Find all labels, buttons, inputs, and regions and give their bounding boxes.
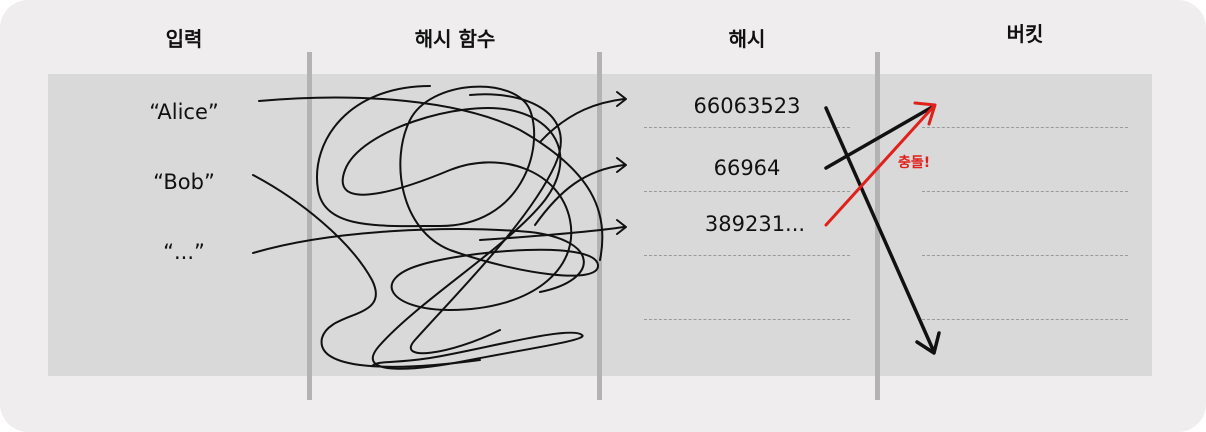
hash-slot-line <box>644 255 850 256</box>
header-input: 입력 <box>165 27 203 51</box>
arrow-to-hash-1 <box>539 98 625 143</box>
arrow-hash-3-head <box>616 219 627 235</box>
input-curve-bob <box>252 174 481 368</box>
header-bucket: 버킷 <box>1006 22 1044 46</box>
divider-function-hash <box>597 52 602 400</box>
bucket-slot-line <box>922 319 1128 320</box>
hash-slot-line <box>644 319 850 320</box>
hash-function-scribble <box>409 93 562 355</box>
divider-input-function <box>307 52 312 400</box>
collision-arrow <box>824 104 936 227</box>
input-curve-ellipsis <box>252 228 585 293</box>
bucket-arrow-1 <box>824 106 936 354</box>
hash-slot-line <box>644 191 850 192</box>
bucket-slot-line <box>922 255 1128 256</box>
arrow-hash-1-head <box>616 91 627 107</box>
bucket-arrow-2 <box>824 104 936 170</box>
hash-value-3: 389231... <box>704 212 806 236</box>
hash-value-2: 66964 <box>713 156 781 180</box>
header-hash-function: 해시 함수 <box>414 27 496 51</box>
arrow-hash-2-head <box>616 157 627 173</box>
header-hash: 해시 <box>728 27 766 51</box>
arrow-to-hash-2 <box>534 164 625 226</box>
hash-slot-line <box>644 127 850 128</box>
bucket-arrow-1-head <box>915 331 941 355</box>
bucket-slot-line <box>922 127 1128 128</box>
hash-value-1: 66063523 <box>693 94 801 118</box>
collision-arrow-head <box>913 101 937 126</box>
hash-function-scribble <box>316 85 600 370</box>
input-curve-alice <box>258 96 604 261</box>
input-bob: “Bob” <box>153 170 215 194</box>
input-ellipsis: “...” <box>163 240 205 264</box>
arrow-to-hash-3 <box>479 226 625 241</box>
input-alice: “Alice” <box>149 100 219 124</box>
collision-label: 충돌! <box>898 155 931 171</box>
bucket-slot-line <box>922 191 1128 192</box>
